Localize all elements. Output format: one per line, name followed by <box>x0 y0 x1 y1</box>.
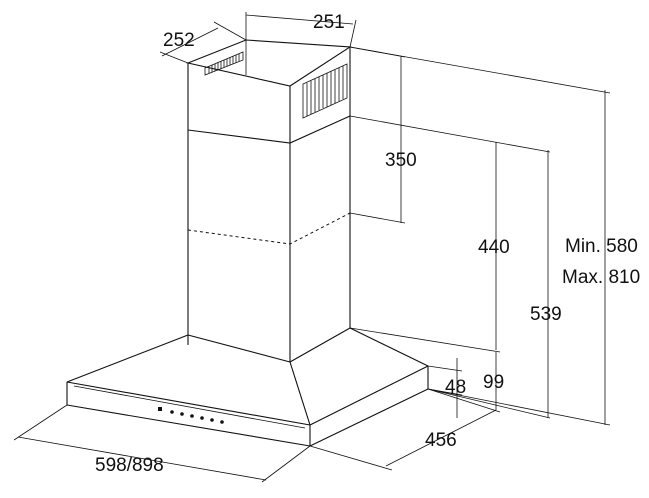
control-button-icon <box>210 418 214 422</box>
duct-overlap-dashed-line <box>187 212 351 245</box>
label-overall-max: Max. 810 <box>562 267 640 288</box>
label-hood-width: 598/898 <box>95 455 164 476</box>
dimension-labels: 252 251 350 440 539 Min. 580 Max. 810 99… <box>95 12 640 476</box>
control-button-icon <box>180 412 184 416</box>
dimension-lines <box>13 12 611 483</box>
duct-joint-line <box>187 115 351 144</box>
label-upper-duct-height: 350 <box>385 150 417 171</box>
control-button-icon <box>200 416 204 420</box>
power-button-icon <box>158 407 162 411</box>
canopy-left-slope <box>66 334 189 383</box>
vent-grille-back <box>204 51 244 76</box>
duct-top-opening <box>186 39 352 87</box>
chimney-duct <box>186 39 352 362</box>
control-panel <box>158 407 224 424</box>
label-duct-depth: 252 <box>163 30 195 51</box>
control-button-icon <box>220 420 224 424</box>
vent-grille-front <box>302 63 348 119</box>
hood-canopy <box>66 327 429 447</box>
label-duct-width: 251 <box>313 12 345 33</box>
label-telescopic-height: 440 <box>478 237 510 258</box>
label-edge-thickness: 48 <box>445 377 466 398</box>
label-overall-min: Min. 580 <box>565 236 638 257</box>
canopy-front-slope <box>289 361 311 426</box>
control-button-icon <box>190 414 194 418</box>
label-canopy-height: 99 <box>483 372 504 393</box>
label-hood-min-height: 539 <box>530 304 562 325</box>
canopy-right-slope <box>349 327 429 367</box>
control-button-icon <box>170 410 174 414</box>
label-hood-depth: 456 <box>425 430 457 451</box>
